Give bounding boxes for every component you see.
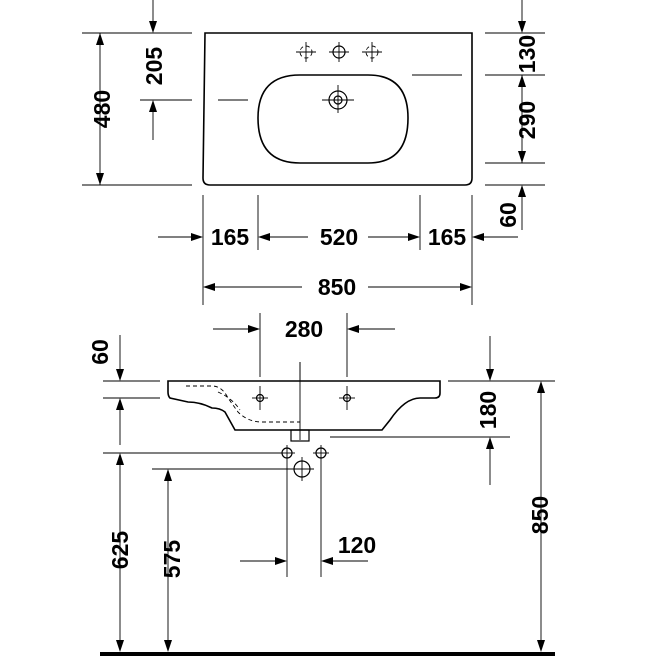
dim-bowl-depth: 290 xyxy=(514,101,540,139)
dim-back-to-taps: 130 xyxy=(514,35,540,73)
dim-basin-depth: 180 xyxy=(475,391,501,429)
tap-hole-icon xyxy=(362,42,382,62)
dim-left-margin: 165 xyxy=(211,224,250,250)
basin-outline xyxy=(202,32,473,186)
bowl-outline xyxy=(257,74,409,164)
dim-right-margin: 165 xyxy=(428,224,467,250)
top-view: 480 205 130 290 60 165 520 165 850 xyxy=(82,0,545,305)
connection-icon xyxy=(313,445,329,461)
dim-trap-height-upper: 625 xyxy=(107,531,133,570)
dim-overall-width: 850 xyxy=(318,274,356,300)
connection-icon xyxy=(290,457,314,481)
dim-tap-hole-offset: 205 xyxy=(141,47,167,86)
dim-rim-thickness: 60 xyxy=(87,339,113,365)
tap-hole-icon xyxy=(329,42,349,62)
dim-bowl-width: 520 xyxy=(320,224,358,250)
side-view: 280 60 180 850 625 575 120 xyxy=(87,313,555,656)
tap-hole-icon xyxy=(296,42,316,62)
dim-overall-depth: 480 xyxy=(89,90,115,128)
dim-front-to-bowl: 60 xyxy=(495,202,521,228)
basin-profile xyxy=(167,380,441,431)
dim-trap-spacing: 120 xyxy=(338,532,376,558)
dim-tap-spacing: 280 xyxy=(285,316,323,342)
dim-rim-height: 850 xyxy=(527,496,553,534)
dim-trap-height-lower: 575 xyxy=(159,540,185,579)
